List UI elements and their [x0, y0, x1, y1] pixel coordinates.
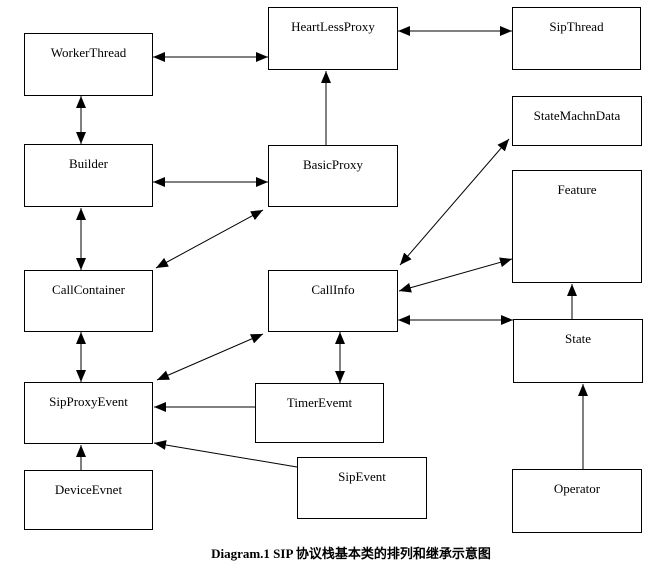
edge-sip-proxy-event--call-info [156, 333, 264, 381]
node-call-container-label: CallContainer [52, 282, 125, 297]
edge-call-container--basic-proxy [155, 209, 264, 269]
node-sip-event: SipEvent [297, 457, 427, 519]
node-worker-thread-label: WorkerThread [50, 45, 127, 60]
edge-sip-event--sip-proxy-event [153, 440, 298, 468]
node-sip-thread: SipThread [512, 7, 641, 70]
node-device-evnet: DeviceEvnet [24, 470, 153, 530]
edge-call-info--state-machn-data [399, 138, 510, 266]
node-basic-proxy: BasicProxy [268, 145, 398, 207]
node-sip-event-label: SipEvent [338, 469, 386, 484]
node-operator-label: Operator [553, 481, 601, 496]
node-device-evnet-label: DeviceEvnet [54, 482, 123, 497]
node-sip-thread-label: SipThread [549, 19, 604, 34]
node-builder-label: Builder [69, 156, 108, 171]
node-state-label: State [565, 331, 591, 346]
node-timer-evemt-label: TimerEvemt [286, 395, 353, 410]
node-state: State [513, 319, 643, 383]
node-call-info: CallInfo [268, 270, 398, 332]
diagram-caption: Diagram.1 SIP 协议栈基本类的排列和继承示意图 [211, 546, 491, 561]
node-sip-proxy-event: SipProxyEvent [24, 382, 153, 444]
node-call-container: CallContainer [24, 270, 153, 332]
node-operator: Operator [512, 469, 642, 533]
node-feature-label: Feature [557, 182, 597, 197]
node-sip-proxy-event-label: SipProxyEvent [49, 394, 128, 409]
node-basic-proxy-label: BasicProxy [303, 157, 363, 172]
node-feature: Feature [512, 170, 642, 283]
node-state-machn-data-label: StateMachnData [533, 108, 621, 123]
node-state-machn-data: StateMachnData [512, 96, 642, 146]
node-timer-evemt: TimerEvemt [255, 383, 384, 443]
node-worker-thread: WorkerThread [24, 33, 153, 96]
node-call-info-label: CallInfo [311, 282, 355, 297]
node-heartless-proxy-label: HeartLessProxy [291, 19, 375, 34]
node-heartless-proxy: HeartLessProxy [268, 7, 398, 70]
edge-call-info--feature [398, 257, 513, 293]
node-builder: Builder [24, 144, 153, 207]
